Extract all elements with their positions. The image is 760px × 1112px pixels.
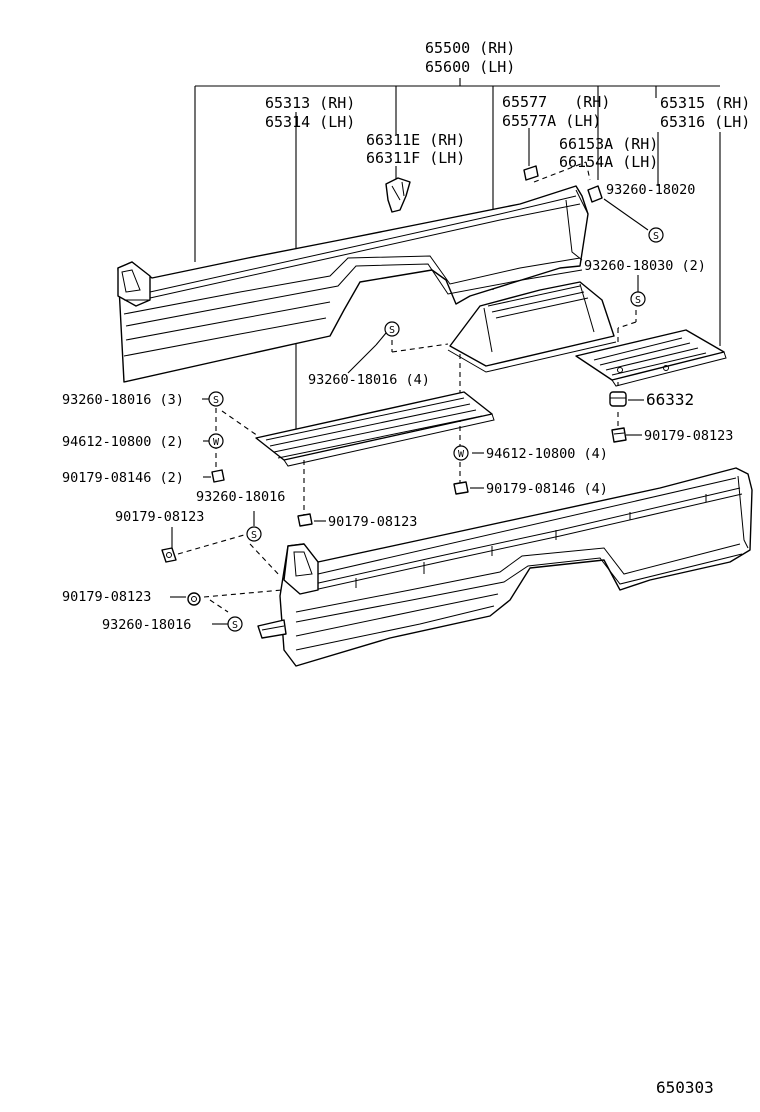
svg-text:W: W: [213, 437, 220, 448]
label-65315: 65315 (RH): [660, 94, 750, 112]
screw-symbol-93260-18016-mid-icon: S: [246, 526, 262, 542]
svg-text:S: S: [635, 295, 641, 306]
screw-symbol-93260-18030-icon: S: [630, 291, 646, 307]
part-labels: 65500 (RH) 65600 (LH) 65313 (RH) 65314 (…: [62, 39, 750, 1097]
svg-text:S: S: [251, 530, 257, 541]
bracket-66311: [385, 177, 411, 213]
label-66311f: 66311F (LH): [366, 149, 465, 167]
label-65500: 65500 (RH): [425, 39, 515, 57]
label-65316: 65316 (LH): [660, 113, 750, 131]
symbols: S S S S W W S S: [208, 227, 664, 632]
label-93260-18030: 93260-18030 (2): [584, 258, 706, 274]
clip-66153: [587, 185, 603, 203]
label-65313: 65313 (RH): [265, 94, 355, 112]
nut-90179-08123-bottom-icon: [187, 592, 201, 606]
label-93260-18016-mid: 93260-18016: [196, 489, 285, 505]
svg-text:S: S: [213, 395, 219, 406]
lower-bed-side-panel: [257, 467, 753, 667]
label-90179-08146-4: 90179-08146 (4): [486, 481, 608, 497]
label-65314: 65314 (LH): [265, 113, 355, 131]
washer-symbol-94612-10800-2-icon: W: [208, 433, 224, 449]
svg-text:S: S: [653, 231, 659, 242]
label-93260-18020: 93260-18020: [606, 182, 695, 198]
screw-symbol-93260-18016-low-icon: S: [227, 616, 243, 632]
label-65577a: 65577A (LH): [502, 112, 601, 130]
label-66153a: 66153A (RH): [559, 135, 658, 153]
label-66154a: 66154A (LH): [559, 153, 658, 171]
label-94612-10800-4: 94612-10800 (4): [486, 446, 608, 462]
label-90179-08123-d: 90179-08123: [644, 428, 733, 444]
cushion-66332-icon: [609, 391, 627, 407]
diagram-reference-number: 650303: [656, 1078, 714, 1097]
screw-symbol-93260-18016-3-icon: S: [208, 391, 224, 407]
screw-symbol-93260-18016-4-icon: S: [384, 321, 400, 337]
wheelhouse-cover: [447, 281, 617, 373]
clip-65577: [523, 165, 539, 181]
svg-text:S: S: [232, 620, 238, 631]
label-66311e: 66311E (RH): [366, 131, 465, 149]
nut-90179-08146-left-icon: [211, 469, 225, 483]
label-65577: 65577 (RH): [502, 93, 610, 111]
screw-symbol-93260-18020-icon: S: [648, 227, 664, 243]
label-93260-18016-low: 93260-18016: [102, 617, 191, 633]
upper-bed-side-panel: [117, 185, 589, 383]
washer-symbol-94612-10800-4-icon: W: [453, 445, 469, 461]
label-93260-18016-4: 93260-18016 (4): [308, 372, 430, 388]
nut-90179-08123-middle-icon: [297, 513, 313, 527]
label-90179-08123-a: 90179-08123: [115, 509, 204, 525]
label-65600: 65600 (LH): [425, 58, 515, 76]
svg-text:S: S: [389, 325, 395, 336]
nut-90179-08146-middle-icon: [453, 481, 469, 495]
nut-90179-08123-left-icon: [161, 547, 177, 563]
nut-90179-08123-right-icon: [611, 427, 627, 443]
left-floor-plate: [255, 391, 495, 467]
label-90179-08123-c: 90179-08123: [62, 589, 151, 605]
label-90179-08146-2: 90179-08146 (2): [62, 470, 184, 486]
svg-text:W: W: [458, 449, 465, 460]
label-93260-18016-3: 93260-18016 (3): [62, 392, 184, 408]
fasteners: [161, 391, 627, 606]
label-66332: 66332: [646, 390, 694, 409]
right-floor-plate: [575, 329, 727, 387]
leader-lines: [170, 78, 721, 625]
label-94612-10800-2: 94612-10800 (2): [62, 434, 184, 450]
label-90179-08123-b: 90179-08123: [328, 514, 417, 530]
